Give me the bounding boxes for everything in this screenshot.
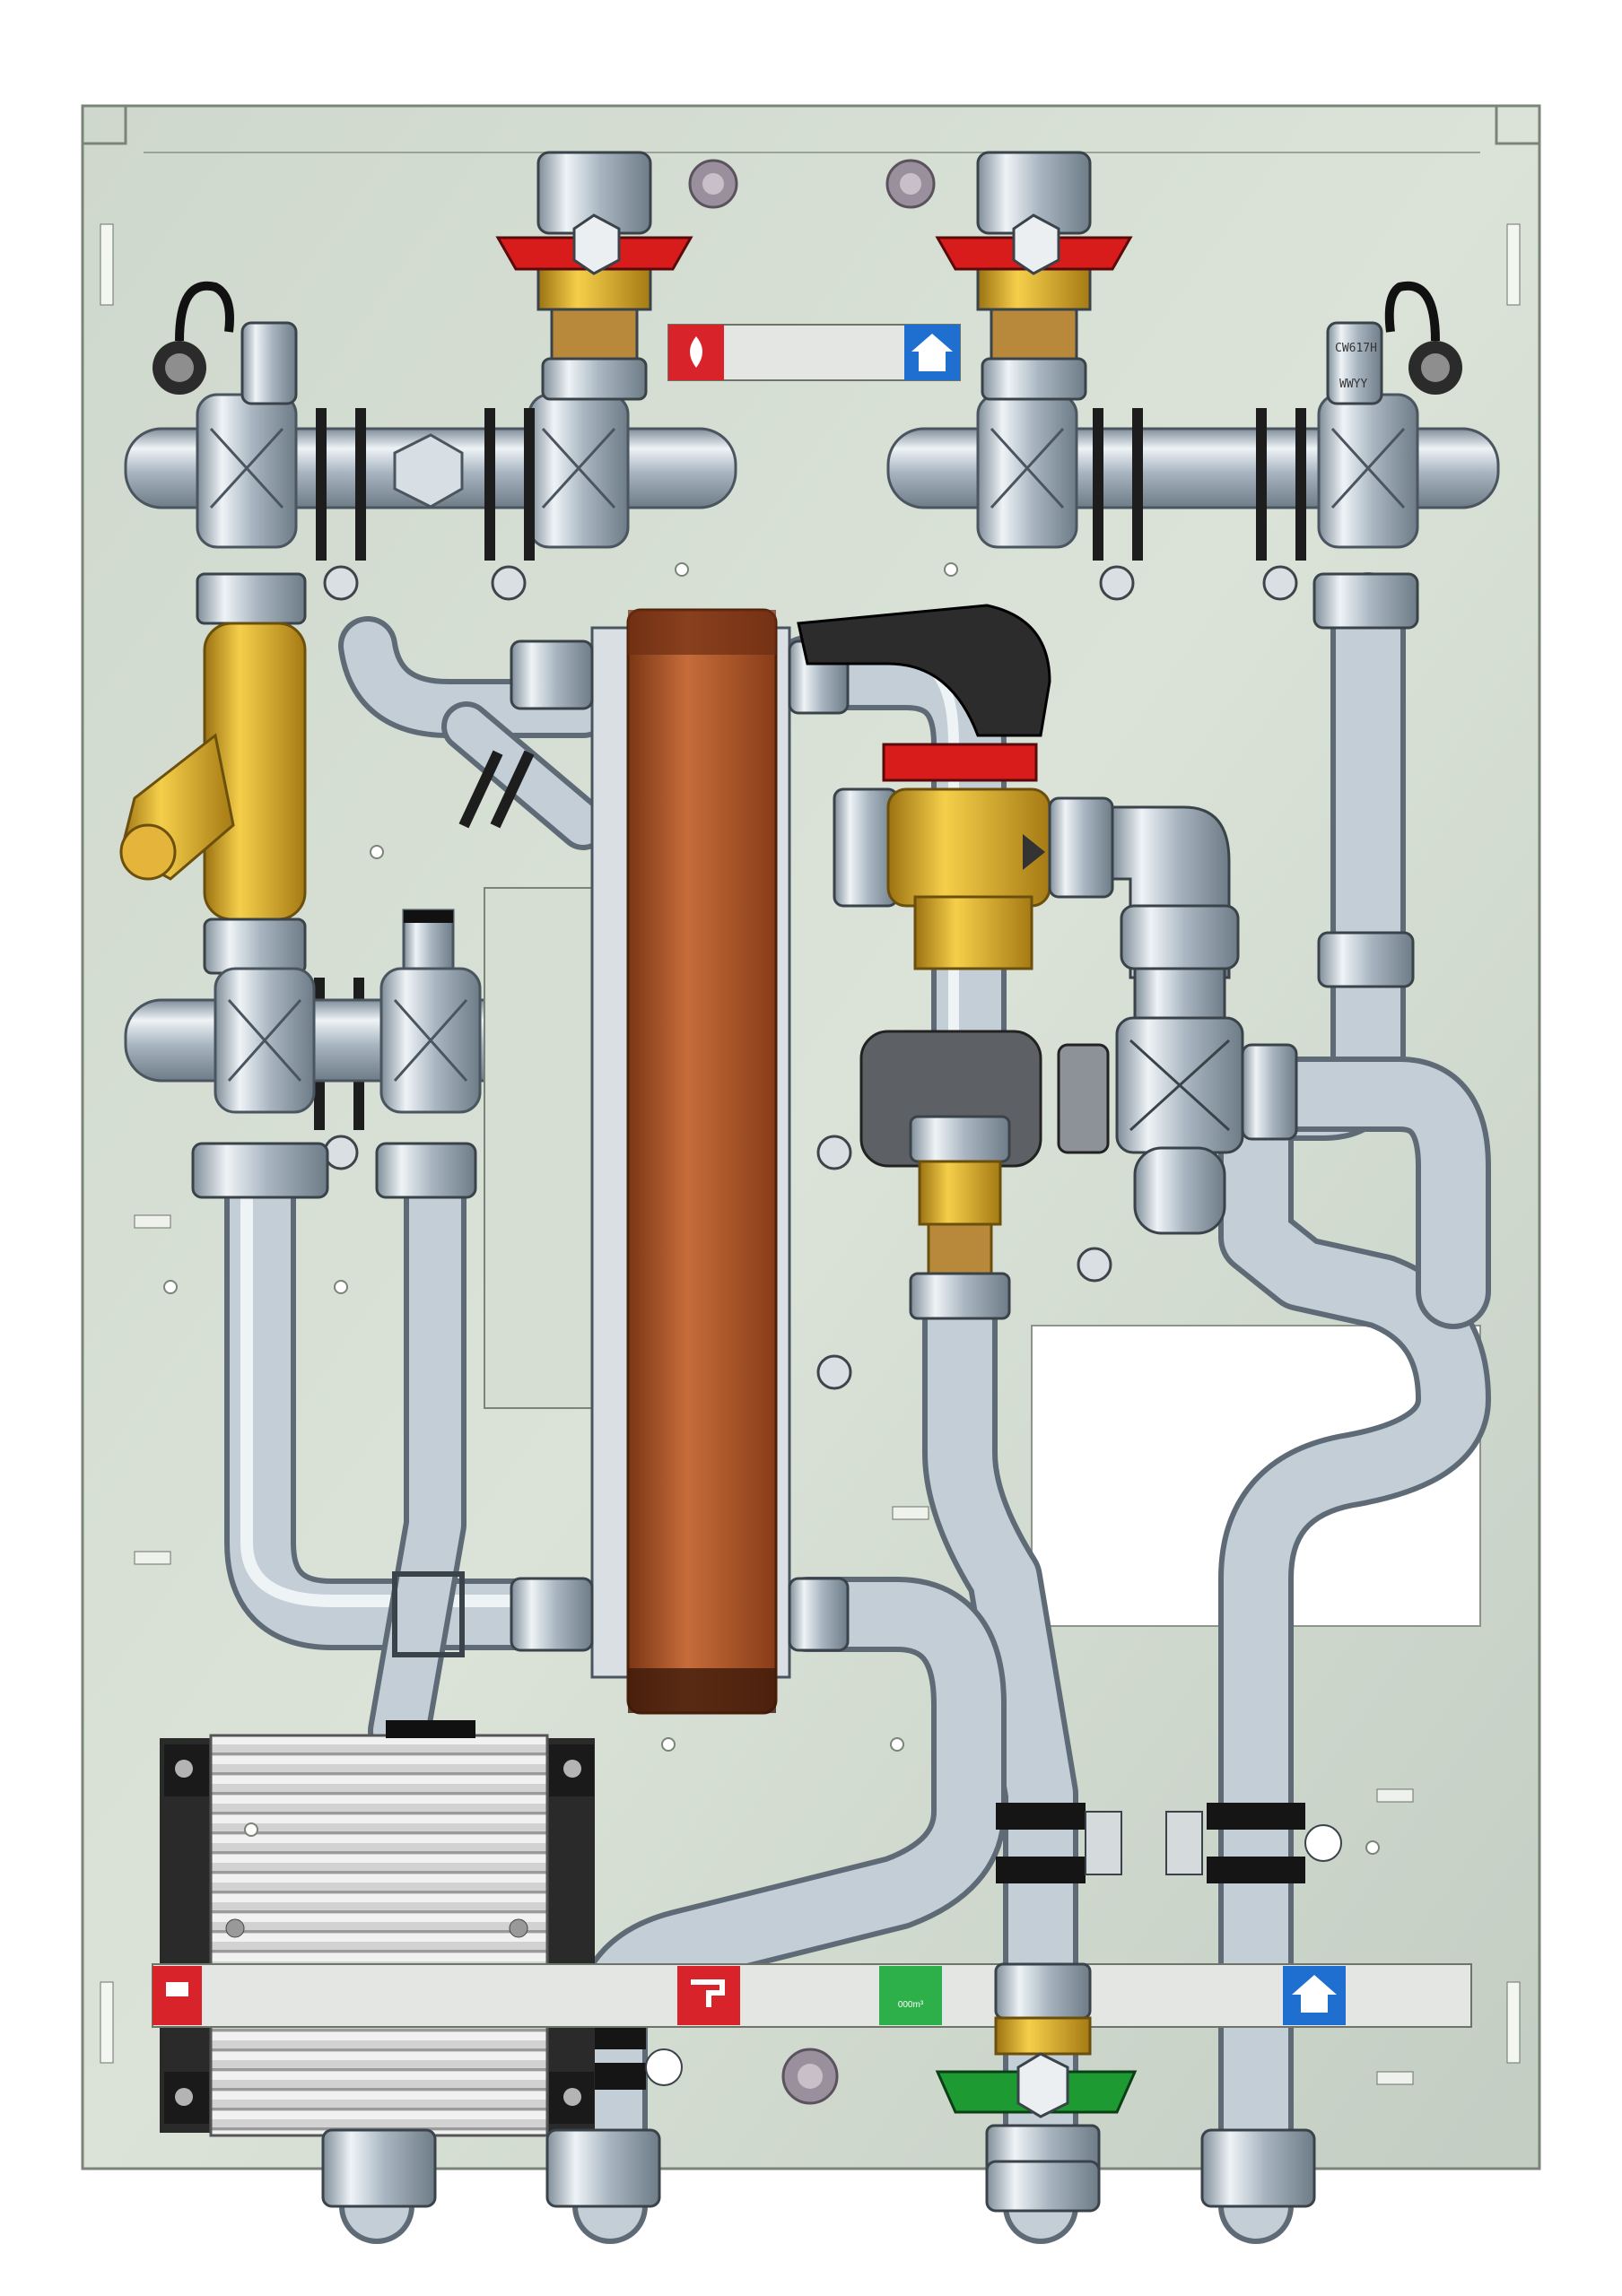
right-unions xyxy=(1312,572,1419,988)
circulation-pump xyxy=(859,1030,1110,1320)
strainer-filter xyxy=(119,572,307,975)
electrical-junction-box xyxy=(160,1720,595,2137)
cold-water-meter-label: 000m³ xyxy=(898,2000,924,2010)
pipe-clip xyxy=(314,408,1306,1130)
top-label-strip xyxy=(667,324,961,381)
mixing-valve xyxy=(833,787,1114,970)
valve-tag-line1: CW617H xyxy=(1335,342,1377,355)
elbow-fitting xyxy=(1111,805,1298,1235)
bottom-connections xyxy=(321,2128,1316,2213)
filling-cap-right: CW617H WWYY xyxy=(1326,281,1462,405)
thermostatic-actuator xyxy=(797,604,1051,782)
bottom-label-strip: 000m³ xyxy=(152,1963,1472,2028)
mounting-screw xyxy=(688,159,936,2105)
ball-valve-top-right xyxy=(935,151,1133,401)
manifold-right xyxy=(886,393,1500,549)
manifold-left xyxy=(124,393,737,549)
manifold-left-lower xyxy=(124,909,576,1199)
filling-cap-left xyxy=(153,281,298,405)
valve-tag-line2: WWYY xyxy=(1339,378,1367,391)
plate-heat-exchanger xyxy=(484,608,850,1715)
plate-holes xyxy=(163,562,1380,1855)
ball-valve-top-left xyxy=(495,151,693,401)
cold-water-meter-icon xyxy=(879,1966,942,2025)
